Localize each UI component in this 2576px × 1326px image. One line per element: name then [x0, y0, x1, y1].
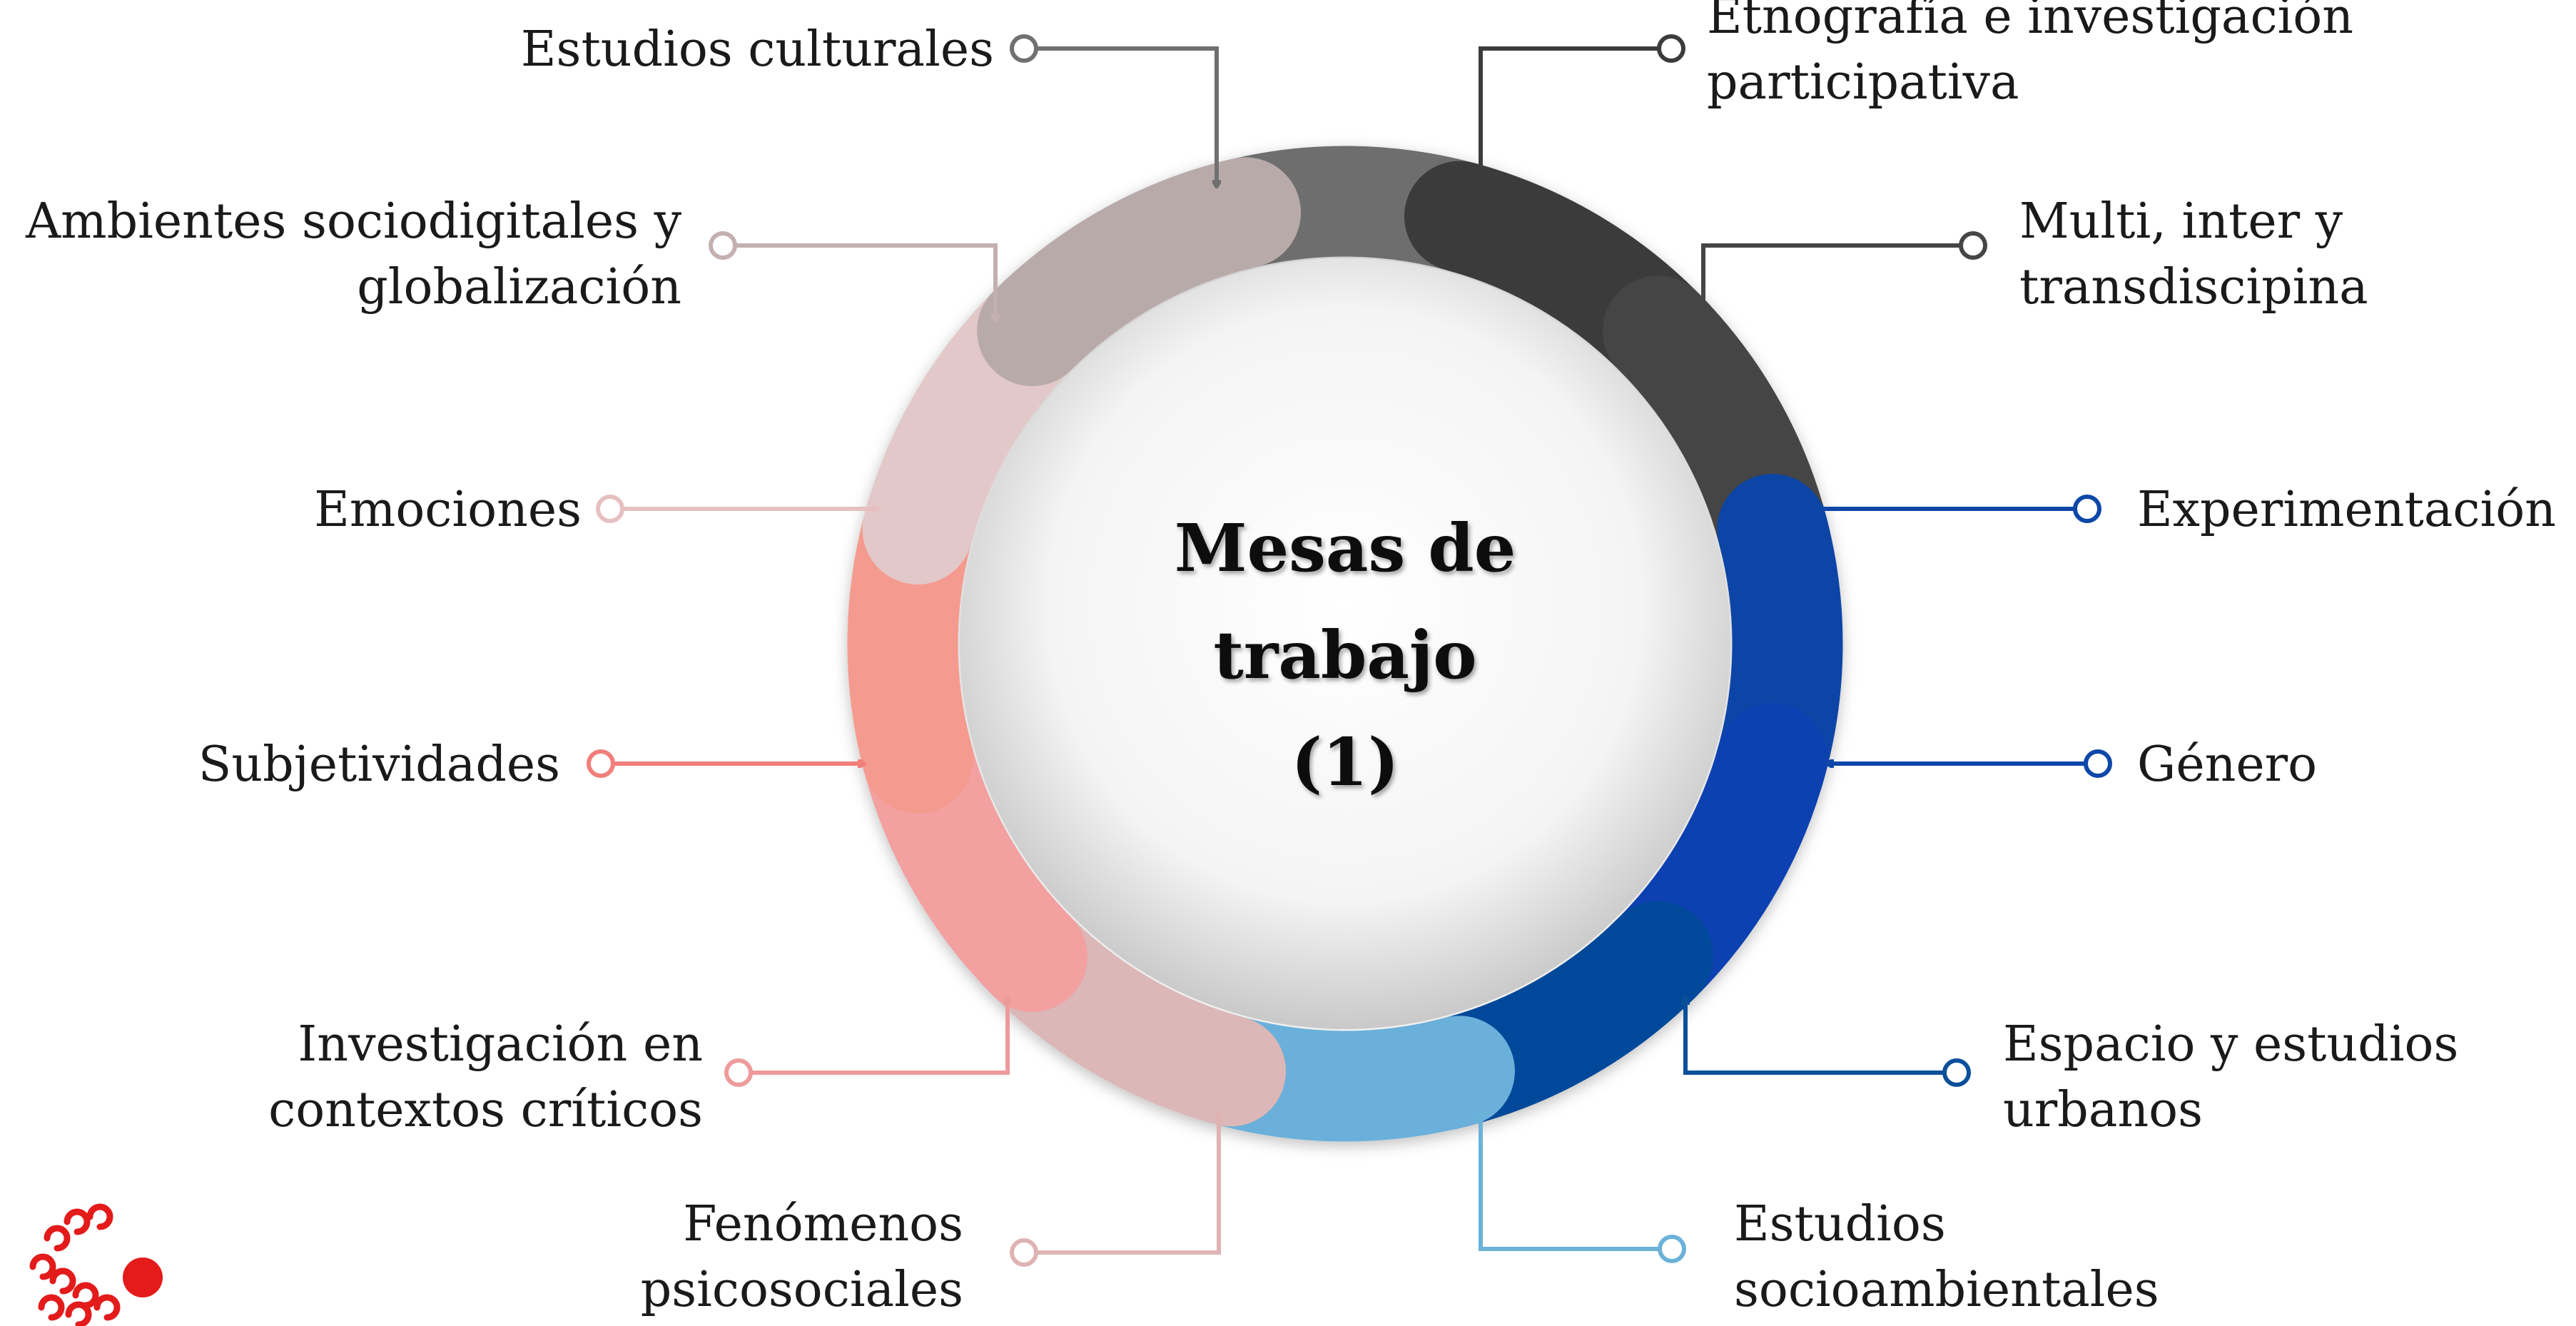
connector-start-dot	[587, 749, 615, 778]
topic-label-line: Emociones	[314, 482, 582, 538]
connector-line	[739, 998, 1008, 1075]
connector-start-dot	[1010, 1238, 1038, 1267]
connector-line	[1024, 46, 1217, 187]
connector-start-dot	[1658, 1235, 1686, 1263]
ring-segment-sociodigitales	[977, 157, 1302, 387]
topic-label: Emociones	[314, 482, 582, 538]
logo-curl	[93, 1294, 121, 1321]
connector-arrow	[1481, 1110, 1686, 1263]
topic-label-line: urbanos	[2003, 1082, 2203, 1138]
connector-arrow	[1010, 34, 1217, 187]
connector-start-dot	[1959, 231, 1987, 260]
topic-labels: Estudios culturales Etnografía e investig…	[25, 0, 2556, 1318]
logo-curl	[29, 1253, 56, 1280]
connector-line	[1024, 1113, 1219, 1255]
connector-arrow	[709, 231, 995, 321]
topic-label-line: transdiscipina	[2019, 259, 2368, 315]
topic-label: Multi, inter y transdiscipina	[2019, 193, 2368, 315]
topic-label-line: participativa	[1707, 54, 2019, 111]
topic-label-line: Estudios culturales	[521, 21, 994, 78]
connector-line	[1481, 1110, 1672, 1251]
topic-label-line: Ambientes sociodigitales y	[25, 193, 682, 250]
topic-label: Etnografía e investigación participativa	[1707, 0, 2353, 111]
connector-start-dot	[2084, 749, 2112, 778]
connector-start-dot	[724, 1058, 753, 1087]
topic-label: Subjetividades	[198, 737, 560, 793]
connector-arrow	[596, 495, 879, 523]
topic-label: Espacio y estudios urbanos	[2003, 1016, 2458, 1138]
connector-line	[1481, 46, 1671, 187]
topic-label-line: contextos críticos	[268, 1082, 703, 1138]
topic-label-line: Multi, inter y	[2019, 193, 2343, 250]
connector-line	[1703, 243, 1973, 321]
topic-label-line: socioambientales	[1734, 1262, 2159, 1318]
connector-start-dot	[2073, 495, 2101, 523]
center-disc	[960, 258, 1730, 1029]
center-title: Mesas de trabajo (1)	[1175, 510, 1516, 801]
topic-label: Estudios culturales	[521, 21, 994, 78]
logo-curl	[86, 1203, 113, 1230]
topic-label: Género	[2137, 737, 2317, 793]
topic-label-line: globalización	[357, 259, 681, 315]
connector-start-dot	[1010, 34, 1038, 63]
connector-arrow	[1703, 231, 1987, 321]
connectors	[587, 34, 2112, 1267]
topic-label-line: Fenómenos	[683, 1196, 963, 1252]
logo-curl	[72, 1282, 99, 1309]
connector-start-dot	[709, 231, 737, 260]
topic-label-line: Espacio y estudios	[2003, 1016, 2458, 1073]
connector-arrow	[724, 998, 1008, 1087]
connector-arrow	[1481, 34, 1685, 187]
topic-label: Investigación en contextos críticos	[268, 1016, 703, 1138]
connector-line	[723, 243, 995, 321]
topic-label-line: psicosociales	[641, 1262, 963, 1318]
logo-curl	[49, 1267, 76, 1295]
logo-curl	[65, 1301, 92, 1326]
topic-label-line: Género	[2137, 737, 2317, 793]
connector-start-dot	[596, 495, 624, 523]
connector-arrow	[1827, 749, 2112, 778]
topic-label-line: Experimentación	[2137, 482, 2556, 538]
connector-arrow	[1010, 1113, 1219, 1267]
topic-label-line: Estudios	[1734, 1196, 1946, 1252]
topic-label: Fenómenos psicosociales	[641, 1196, 963, 1318]
logo-curl	[38, 1294, 65, 1321]
center-title-line-2: trabajo	[1213, 617, 1476, 694]
logo-dot	[123, 1257, 163, 1297]
connector-arrow	[1816, 495, 2101, 523]
topic-label-line: Investigación en	[298, 1016, 703, 1073]
connector-start-dot	[1657, 34, 1685, 63]
connector-start-dot	[1942, 1058, 1971, 1087]
institution-logo-icon	[29, 1203, 163, 1326]
logo-curl	[64, 1208, 91, 1235]
topic-label: Experimentación	[2137, 482, 2556, 538]
center-title-line-1: Mesas de	[1175, 510, 1516, 587]
connector-arrow	[1685, 998, 1971, 1087]
connector-line	[1685, 998, 1957, 1075]
topic-label-line: Subjetividades	[198, 737, 560, 793]
topic-label: Ambientes sociodigitales y globalización	[25, 193, 682, 315]
topic-label: Estudios socioambientales	[1734, 1196, 2159, 1318]
center-title-line-3: (1)	[1291, 724, 1399, 801]
ring	[847, 146, 1843, 1142]
topic-label-line: Etnografía e investigación	[1707, 0, 2353, 45]
logo-curl	[44, 1225, 71, 1252]
connector-arrow	[587, 749, 865, 778]
